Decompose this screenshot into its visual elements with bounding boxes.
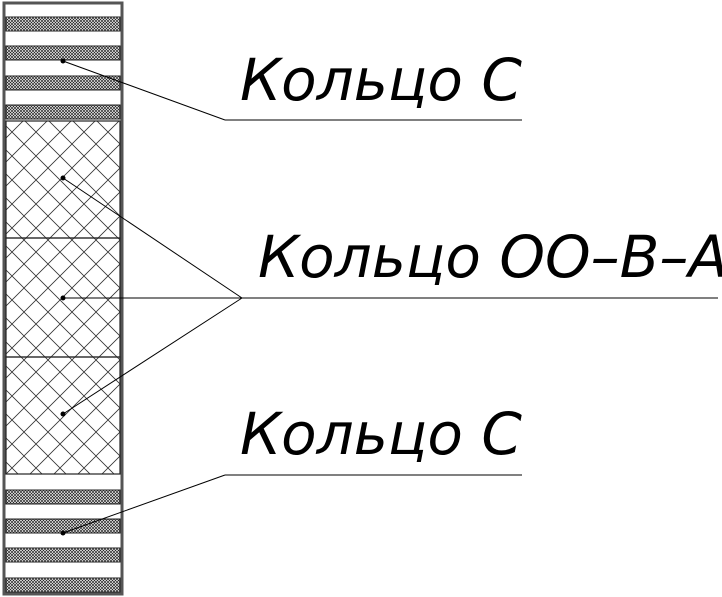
leader-line bbox=[62, 297, 243, 415]
c-ring-stack-bottom bbox=[5, 489, 121, 593]
c-ring-band bbox=[5, 75, 121, 91]
label-oo-b-a-ring: Кольцо ОО–В–А bbox=[258, 223, 722, 291]
leader-oo-b-a bbox=[60, 175, 718, 417]
c-ring-stack-top bbox=[5, 16, 121, 120]
leader-line bbox=[62, 177, 243, 299]
leader-line bbox=[62, 474, 226, 534]
c-ring-band bbox=[5, 45, 121, 61]
c-ring-band bbox=[5, 577, 121, 593]
label-c-ring-bottom: Кольцо С bbox=[240, 400, 522, 468]
leader-c-ring-bottom bbox=[60, 474, 522, 536]
leader-line bbox=[62, 60, 226, 121]
c-ring-band bbox=[5, 547, 121, 563]
label-c-ring-top: Кольцо С bbox=[240, 46, 522, 114]
c-ring-band bbox=[5, 16, 121, 32]
c-ring-band bbox=[5, 104, 121, 120]
c-ring-band bbox=[5, 489, 121, 505]
leader-c-ring-top bbox=[60, 58, 522, 121]
